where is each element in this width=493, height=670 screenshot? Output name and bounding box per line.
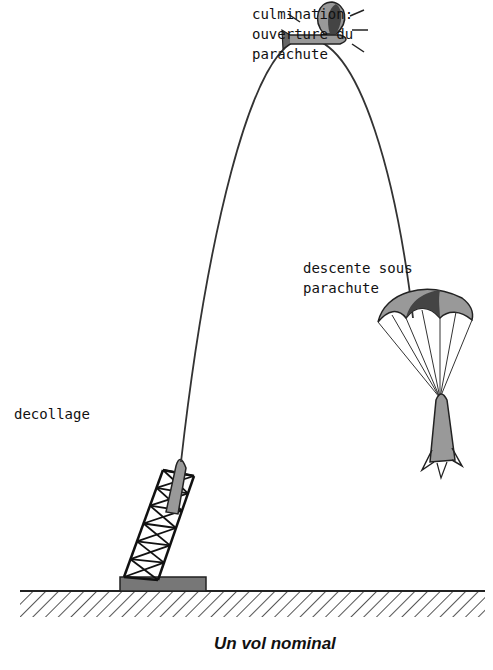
descent-label: descente sous parachute <box>303 258 427 298</box>
liftoff-label: decollage <box>14 404 114 424</box>
descending-parachute <box>378 290 473 478</box>
ground <box>20 591 485 617</box>
rocket-on-rail <box>166 459 186 514</box>
trajectory <box>181 38 413 462</box>
caption: Un vol nominal <box>214 634 336 654</box>
launch-pad <box>120 577 206 591</box>
ground-line <box>20 590 485 592</box>
apex-label: culmination: ouverture du parachute <box>252 4 364 64</box>
